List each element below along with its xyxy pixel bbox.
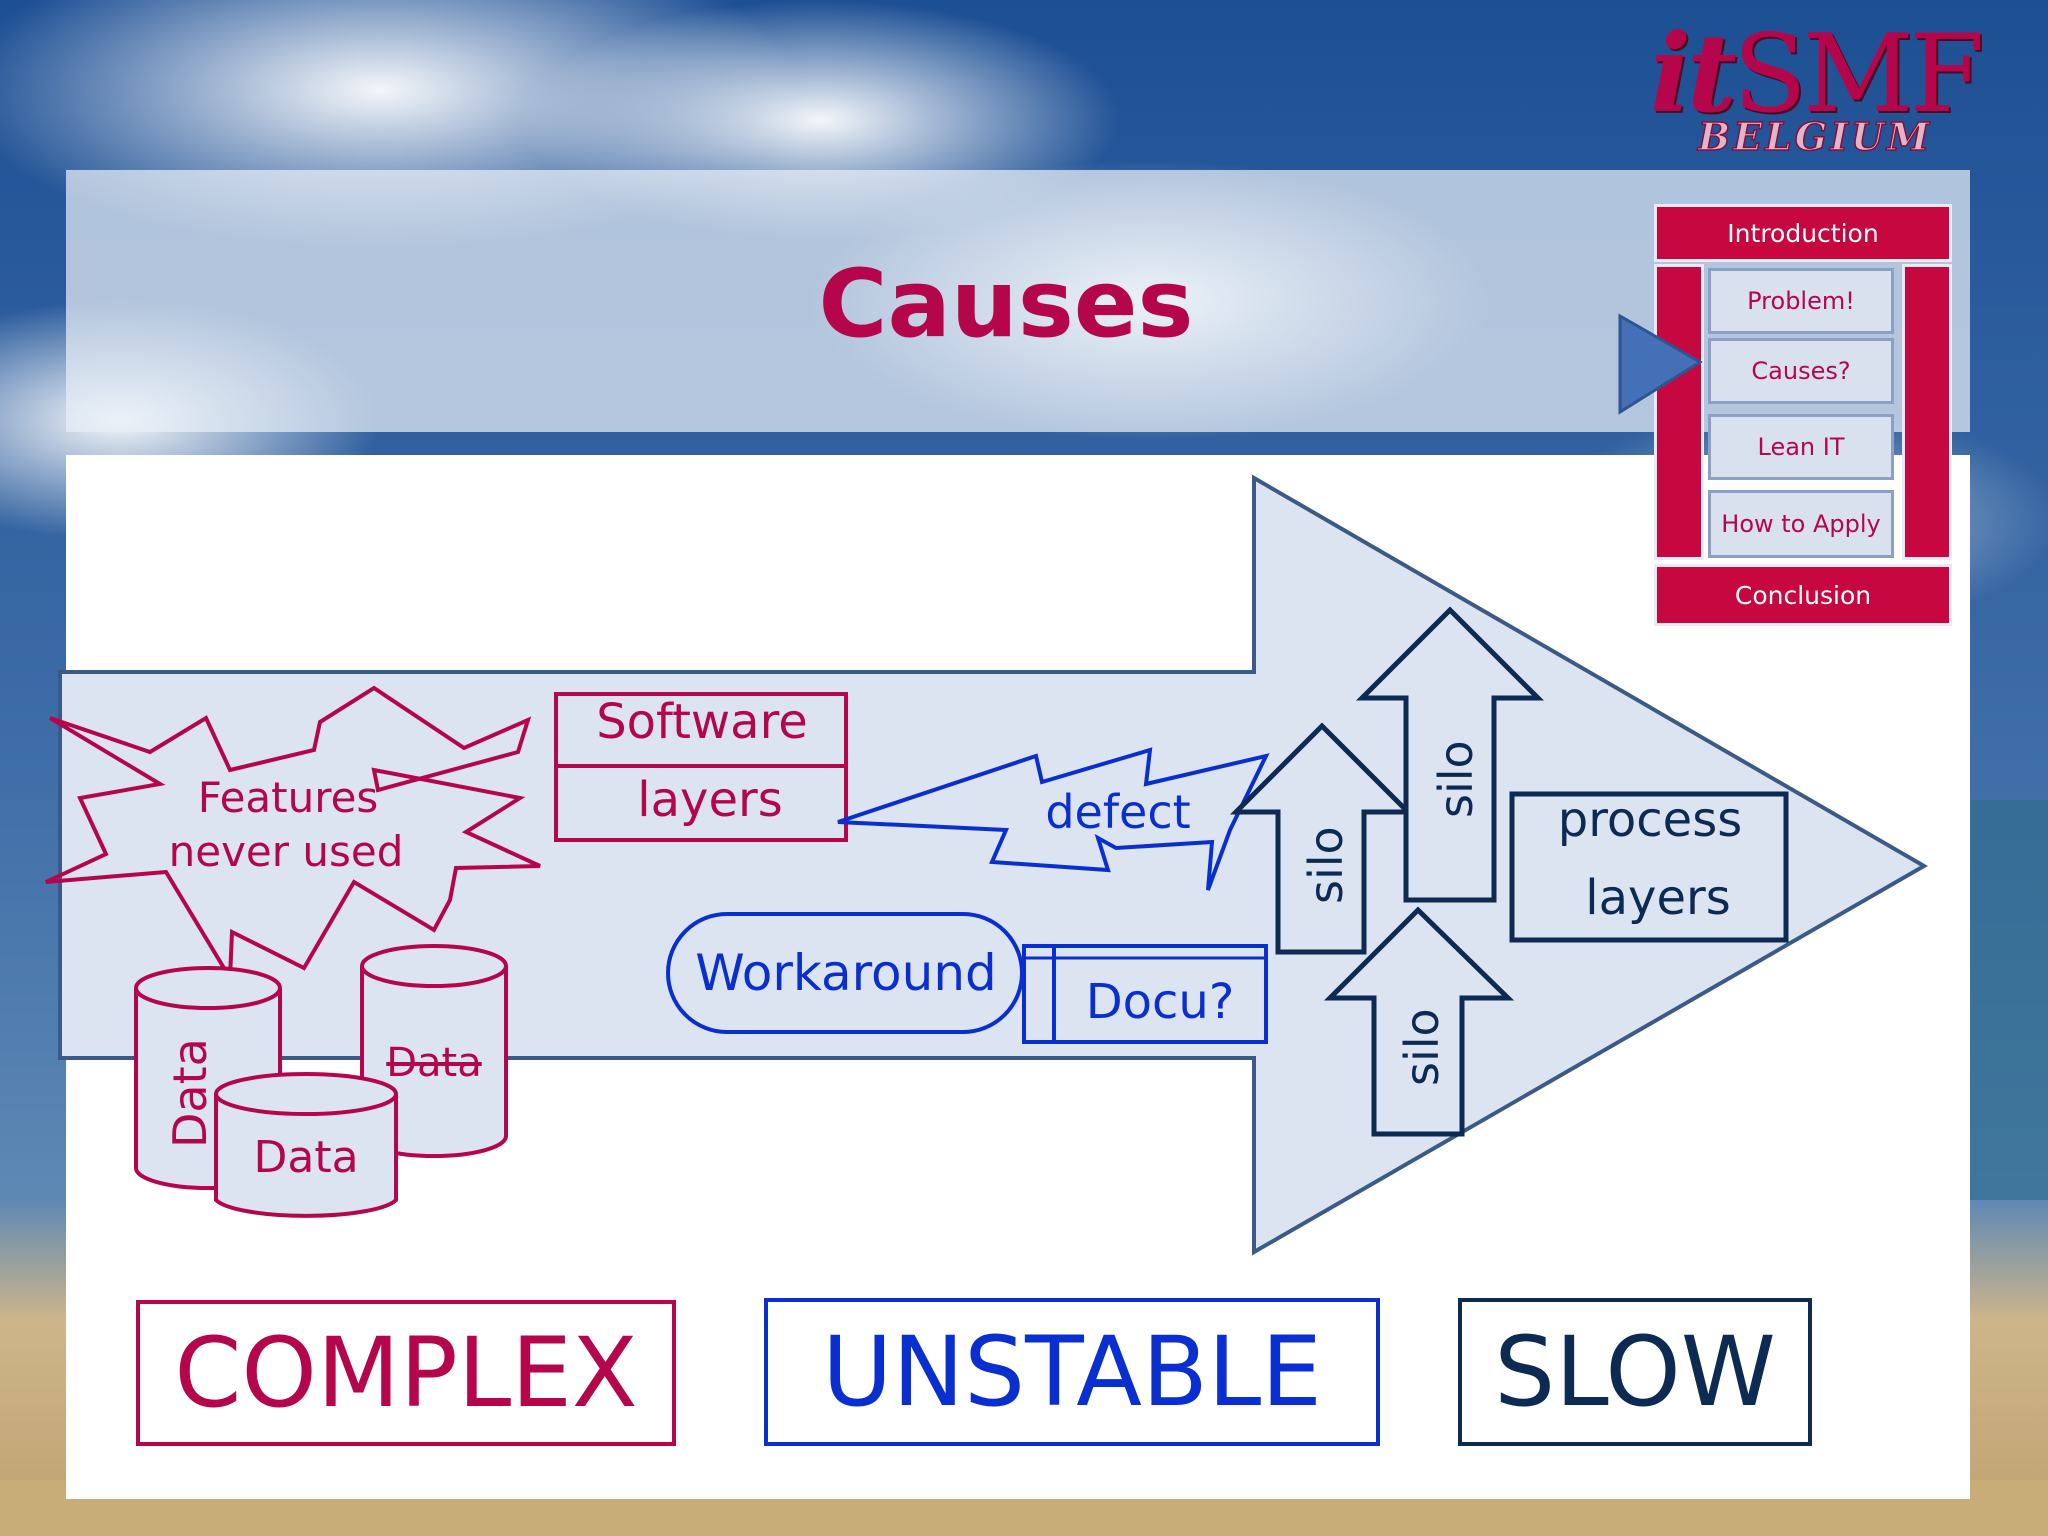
itsmf-belgium-logo: itSMF BELGIUM	[1650, 11, 1985, 160]
data-cylinder-front: Data	[214, 1072, 398, 1218]
unstable-label: UNSTABLE	[764, 1298, 1380, 1446]
complex-label: COMPLEX	[136, 1300, 676, 1446]
docu-box	[1022, 944, 1268, 1044]
process-layers-label: layers	[1585, 870, 1730, 926]
defect-lightning-bolt	[837, 747, 1270, 891]
agenda-item-how-to-apply[interactable]: How to Apply	[1708, 490, 1894, 558]
defect-label: defect	[1045, 785, 1190, 839]
silo-label-left: silo	[1299, 826, 1353, 904]
slide-title: Causes	[818, 250, 1194, 359]
logo-smf: SMF	[1732, 12, 1985, 137]
current-item-pointer	[1618, 313, 1703, 415]
logo-it: it	[1650, 11, 1737, 137]
silo-arrow-middle	[1355, 606, 1545, 903]
starburst-line2: never used	[169, 827, 404, 876]
features-starburst	[45, 685, 541, 985]
agenda-item-lean-it[interactable]: Lean IT	[1708, 414, 1894, 480]
workaround-label: Workaround	[695, 944, 997, 1002]
starburst-line1: Features	[198, 773, 379, 822]
data-label-strikethrough: Data	[386, 1040, 482, 1086]
software-label: Software	[596, 694, 808, 750]
process-layers-box	[1509, 791, 1789, 943]
software-layers-label: layers	[637, 772, 782, 828]
process-label: process	[1558, 792, 1742, 848]
silo-arrow-bottom	[1323, 906, 1515, 1137]
agenda-item-causes[interactable]: Causes?	[1708, 338, 1894, 404]
agenda-introduction[interactable]: Introduction	[1654, 204, 1952, 262]
logo-main-text: itSMF	[1650, 11, 1985, 137]
silo-label-middle: silo	[1429, 740, 1483, 818]
agenda-conclusion[interactable]: Conclusion	[1654, 564, 1952, 626]
agenda-left-bar	[1654, 264, 1704, 560]
silo-label-bottom: silo	[1395, 1008, 1449, 1086]
agenda-item-problem[interactable]: Problem!	[1708, 268, 1894, 334]
docu-label: Docu?	[1086, 974, 1235, 1030]
logo-subtitle: BELGIUM	[1697, 113, 1933, 160]
data-label-vertical: Data	[163, 1038, 217, 1148]
data-label-front: Data	[253, 1132, 358, 1183]
silo-arrow-left	[1229, 722, 1415, 955]
slow-label: SLOW	[1458, 1298, 1812, 1446]
agenda-right-bar	[1902, 264, 1952, 560]
